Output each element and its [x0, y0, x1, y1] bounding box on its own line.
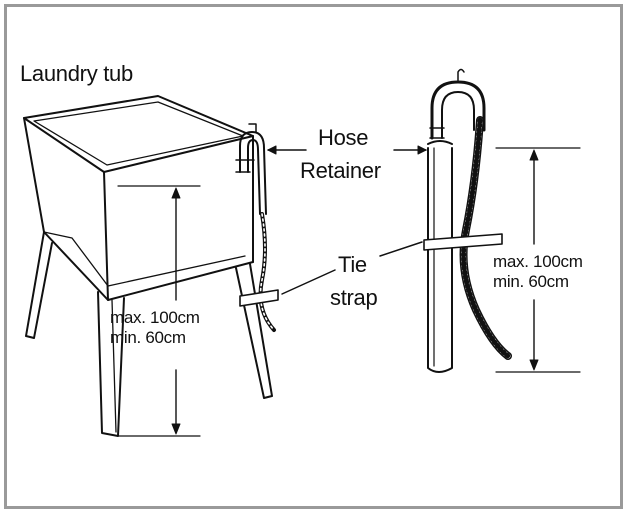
right-max-height-label: max. 100cm	[493, 252, 583, 271]
hose-retainer-label-line1: Hose	[318, 125, 369, 150]
tie-strap-pointer-right	[379, 241, 423, 257]
left-min-height-label: min. 60cm	[110, 328, 186, 347]
right-min-height-label: min. 60cm	[493, 272, 569, 291]
tie-strap-right	[423, 233, 503, 251]
hose-retainer-label-line2: Retainer	[300, 158, 381, 183]
tie-strap-pointer-left	[281, 269, 336, 295]
right-height-dimension	[495, 147, 581, 373]
left-height-dimension	[117, 185, 201, 437]
standpipe-drain-hose	[429, 68, 512, 360]
left-max-height-label: max. 100cm	[110, 308, 200, 327]
tub-drain-hose	[235, 123, 276, 332]
tie-strap-left	[239, 289, 279, 307]
tie-strap-label-line1: Tie	[338, 252, 367, 277]
standpipe	[427, 140, 453, 373]
laundry-tub-label: Laundry tub	[20, 61, 133, 86]
tie-strap-label-line2: strap	[330, 285, 378, 310]
laundry-tub	[23, 95, 273, 437]
